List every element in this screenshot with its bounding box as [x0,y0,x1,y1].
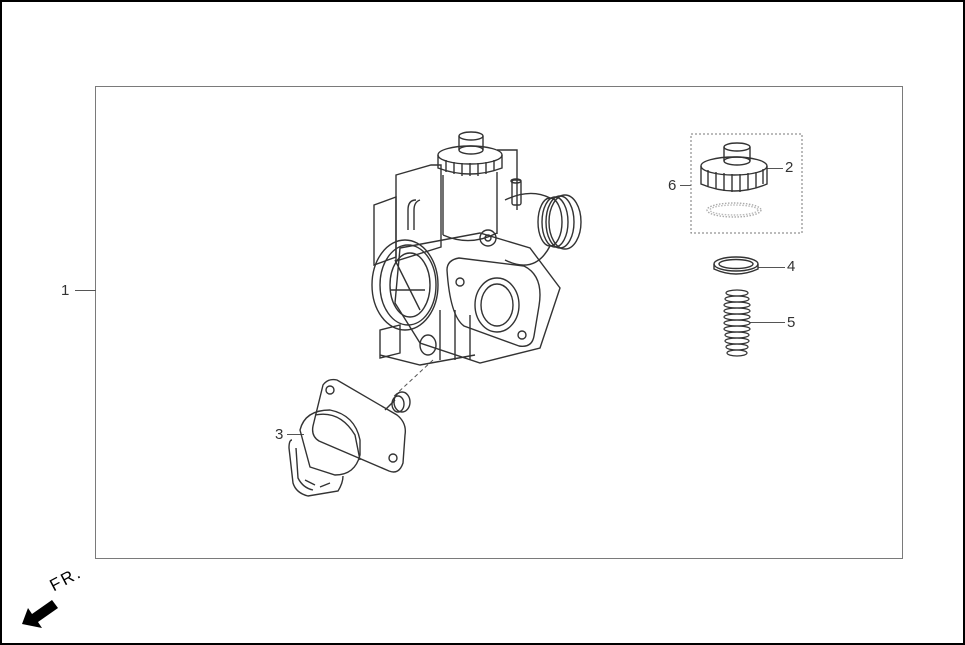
callout-6-leader [680,185,691,186]
callout-6: 6 [668,177,677,194]
callout-1-leader [75,290,96,291]
callout-1: 1 [61,282,70,299]
spring-part [723,289,751,357]
callout-3: 3 [275,426,284,443]
callout-2-leader [767,168,783,169]
throttle-body-part [371,131,582,366]
idle-air-control-valve-part [288,378,411,497]
arrow-front-icon [22,600,58,628]
assembly-frame [95,86,903,559]
callout-4-leader [758,267,785,268]
cap-kit-box [690,133,803,234]
callout-2: 2 [785,159,794,176]
washer-part [713,256,759,275]
cap-part [700,142,768,218]
callout-5-leader [750,322,785,323]
callout-4: 4 [787,258,796,275]
callout-5: 5 [787,314,796,331]
callout-3-leader [287,434,304,435]
